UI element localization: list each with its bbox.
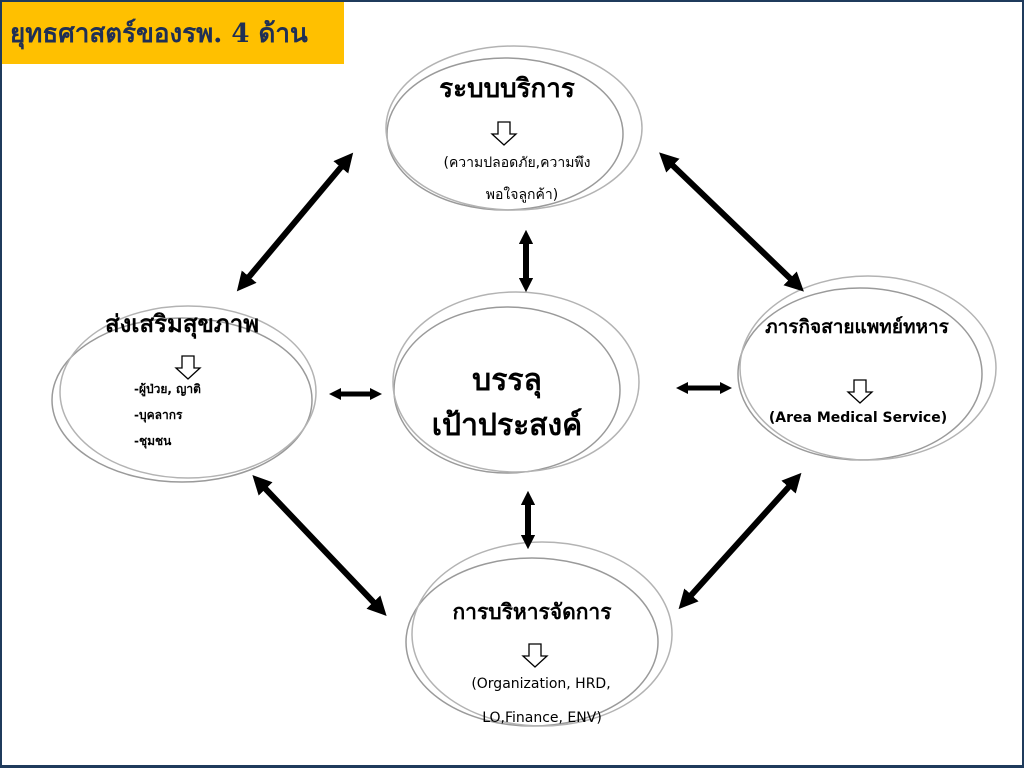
management-detail-line1: (Organization, HRD, [471,676,611,692]
service-system-detail-line1: (ความปลอดภัย,ความพึง [443,155,591,171]
health-promotion-item3: -ชุมชน [134,434,172,448]
arrow-left-top [236,152,354,292]
arrow-left-bottom [252,475,387,616]
title-banner: ยุทธศาสตร์ของรพ. 4 ด้าน [2,2,344,64]
health-promotion-title: ส่งเสริมสุขภาพ [104,309,260,338]
goal-line1: บรรลุ [472,363,542,398]
arrow-right-bottom [678,472,802,610]
node-service-system [385,45,643,211]
goal-line2: เป้าประสงค์ [431,408,583,443]
service-system-detail-line2: พอใจลูกค้า) [485,187,559,203]
down-arrow-icon [521,643,549,668]
slide-title: ยุทธศาสตร์ของรพ. 4 ด้าน [10,18,308,49]
management-detail-line2: LO,Finance, ENV) [482,710,602,726]
node-military-medical [737,275,997,461]
health-promotion-item2: -บุคลากร [134,408,183,422]
node-goal [392,291,640,474]
down-arrow-icon [846,379,874,404]
management-title: การบริหารจัดการ [452,599,612,624]
down-arrow-icon [490,121,518,146]
health-promotion-item1: -ผู้ป่วย, ญาติ [134,382,201,396]
military-medical-detail: (Area Medical Service) [768,410,948,426]
node-health-promotion [51,305,317,483]
node-management [405,541,673,727]
arrow-top-right [659,152,804,292]
military-medical-title: ภารกิจสายแพทย์ทหาร [765,316,949,338]
service-system-title: ระบบบริการ [439,74,575,104]
down-arrow-icon [174,355,202,380]
